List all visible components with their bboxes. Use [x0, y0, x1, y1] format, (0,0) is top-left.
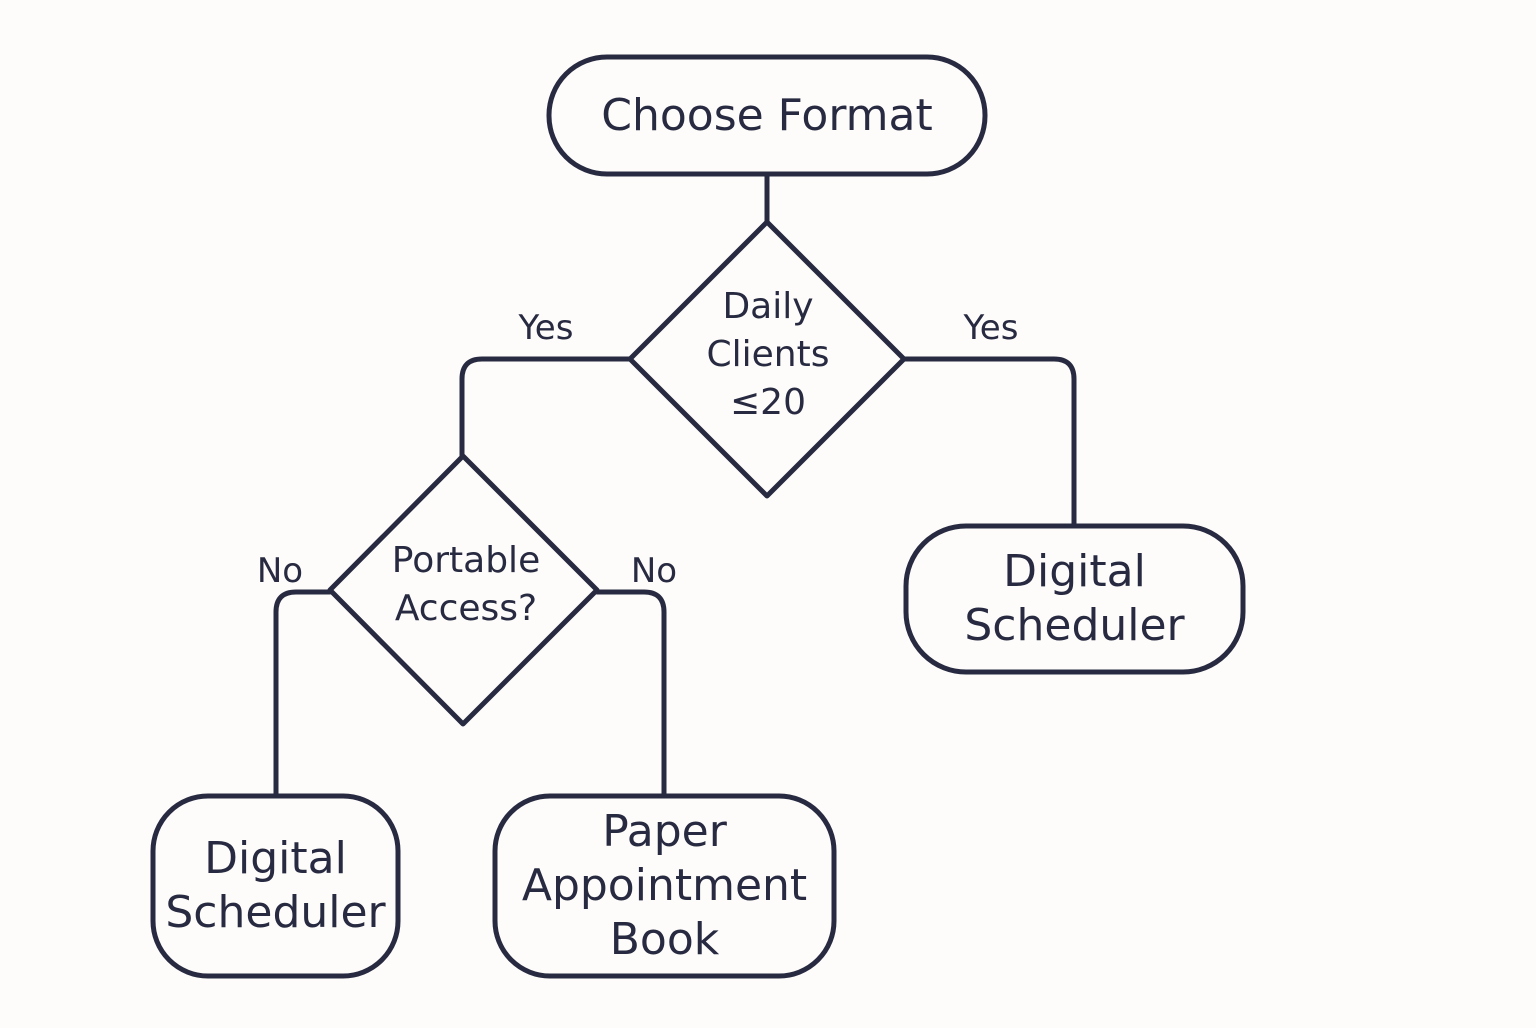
edge-label-clients-to-digital-right: Yes	[963, 308, 1019, 348]
edge-label-portable-to-digital-left: No	[256, 551, 304, 591]
edge-clients-to-portable	[459, 356, 633, 459]
node-decision-clients-label: Daily Clients ≤20	[706, 286, 830, 423]
edge-label-portable-to-paper-book: No	[630, 551, 678, 591]
node-digital-left-label: Digital Scheduler	[165, 833, 386, 938]
node-paper-book-label: Paper Appointment Book	[521, 806, 808, 965]
node-start-shape	[546, 54, 988, 177]
node-digital-right-label: Digital Scheduler	[964, 546, 1185, 651]
edge-portable-to-digital-left	[273, 589, 333, 798]
edge-clients-to-digital-right	[901, 356, 1077, 529]
edge-portable-to-paper-book	[594, 589, 667, 798]
node-decision-portable-shape	[327, 453, 600, 727]
node-start-label: Choose Format	[601, 89, 933, 141]
node-paper-book-shape	[492, 793, 837, 979]
node-decision-portable-label: Portable Access?	[391, 540, 541, 629]
node-digital-right-shape	[903, 523, 1246, 675]
node-decision-clients-shape	[627, 219, 907, 499]
node-digital-left-shape	[150, 793, 401, 979]
edge-label-clients-to-portable: Yes	[518, 308, 574, 348]
